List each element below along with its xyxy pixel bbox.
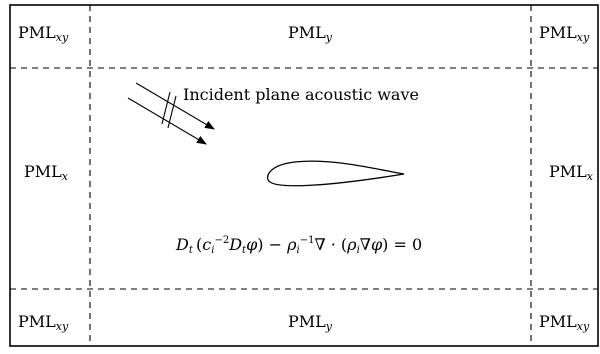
pml-x-label-right: PMLx [549,162,593,183]
pml-y-label-bottom: PMLy [288,312,332,333]
governing-equation: Dt (ci−2Dtφ) − ρi−1∇ · (ρi∇φ) = 0 [176,235,423,256]
airfoil-shape [266,160,405,187]
pml-x-label-left: PMLx [24,162,68,183]
pml-xy-label-top-right: PMLxy [539,23,590,44]
pml-xy-label-bottom-right: PMLxy [539,312,590,333]
pml-xy-label-bottom-left: PMLxy [18,312,69,333]
outer-boundary [9,4,599,347]
wave-ray-arrow-1 [135,82,215,130]
pml-y-label-top: PMLy [288,23,332,44]
pml-xy-label-top-left: PMLxy [18,23,69,44]
wave-ray-arrow-2 [127,97,207,145]
wavefront-line-2 [167,95,177,129]
wavefront-line-1 [161,91,171,125]
incident-wave-label: Incident plane acoustic wave [183,85,419,104]
